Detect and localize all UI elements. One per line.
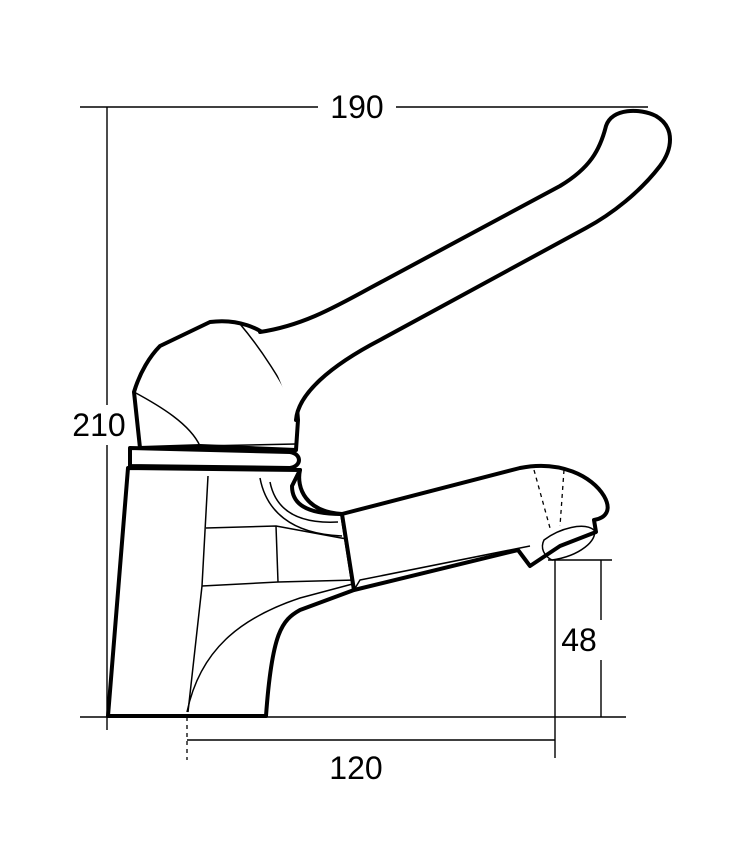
body-facet-line-4	[275, 525, 279, 583]
handle-dome-facet-3	[199, 443, 297, 447]
spout-height-dimension-label: 48	[561, 622, 597, 658]
faucet-body	[106, 108, 672, 718]
body-curve-inner	[186, 581, 361, 713]
spout-aerator-dashed-2	[559, 469, 565, 527]
width-dimension-label: 190	[330, 89, 383, 125]
lever-handle-arm	[258, 108, 672, 422]
body-cartridge-curve-2	[269, 481, 339, 523]
spout-aerator-tip	[541, 525, 596, 561]
handle-collar-ring	[128, 446, 301, 470]
spout-lower-edge	[353, 545, 531, 591]
height-dimension-label: 210	[72, 407, 125, 443]
handle-dome-facet-1	[133, 391, 201, 447]
faucet-spout	[297, 463, 610, 592]
reach-dimension-label: 120	[329, 750, 382, 786]
spout-aerator-dashed-1	[533, 469, 551, 529]
dimension-labels: 190 210 48 120	[66, 88, 602, 786]
spout-outline	[297, 463, 610, 592]
body-cartridge-curve	[259, 477, 343, 537]
